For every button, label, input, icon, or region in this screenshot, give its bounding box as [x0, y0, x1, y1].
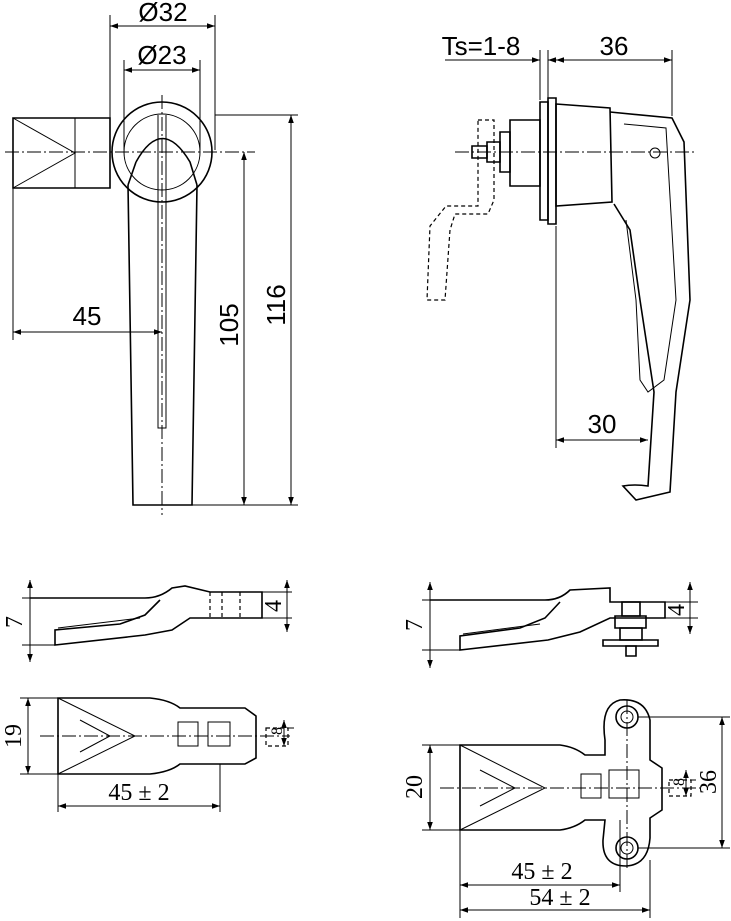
left-top-length-label: 45 ± 2: [108, 780, 169, 806]
side-depth-label: 36: [600, 31, 629, 61]
right-side-profile: 7 4: [402, 582, 698, 668]
front-view: Ø32 Ø23 45 105 116: [5, 0, 298, 515]
right-top-view: 20 8 36 45 ± 2 54 ± 2: [402, 699, 730, 918]
right-side-thickness-label: 7: [402, 619, 428, 631]
left-top-square-label: 8: [269, 727, 286, 735]
front-height-inner-label: 105: [214, 303, 244, 346]
right-top-square-label: 8: [671, 778, 688, 786]
side-ts-label: Ts=1-8: [442, 31, 521, 61]
side-view: Ts=1-8 36 30: [426, 31, 695, 501]
left-side-thickness-label: 7: [2, 616, 28, 628]
left-top-view: 19 8 45 ± 2: [1, 697, 294, 812]
front-outer-dia-label: Ø32: [138, 0, 187, 27]
left-side-shaft-label: 4: [261, 600, 287, 612]
front-inner-dia-label: Ø23: [137, 40, 186, 70]
left-top-width-label: 19: [1, 724, 27, 748]
right-top-hole-span-label: 36: [696, 770, 722, 794]
right-top-width-label: 20: [402, 775, 428, 799]
right-top-length-a-label: 45 ± 2: [511, 859, 572, 885]
right-side-shaft-label: 4: [664, 604, 690, 616]
right-top-length-b-label: 54 ± 2: [529, 885, 590, 911]
front-offset-label: 45: [73, 301, 102, 331]
left-side-profile: 7 4: [2, 580, 292, 662]
side-reach-label: 30: [588, 409, 617, 439]
front-height-total-label: 116: [261, 284, 291, 325]
